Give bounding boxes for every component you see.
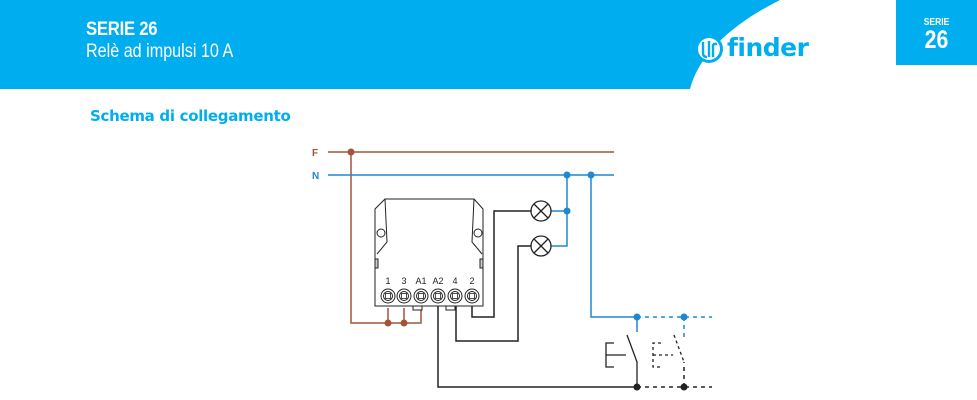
series-title: SERIE 26 — [86, 19, 158, 40]
optional-pushbutton-switch-icon — [652, 334, 685, 368]
section-title: Schema di collegamento — [90, 107, 291, 125]
terminal-label: 4 — [452, 276, 457, 286]
terminal-screw-icon — [380, 288, 396, 304]
series-badge — [896, 0, 977, 65]
terminal-label: 2 — [469, 276, 474, 286]
terminal-screw-icon — [396, 288, 412, 304]
terminal-block: 1 3 A1 A2 4 2 — [380, 276, 480, 304]
lamp-icon — [530, 200, 552, 222]
terminal-label: 1 — [385, 276, 390, 286]
brand-logo-text: finder — [727, 33, 809, 62]
terminal-label: A2 — [432, 276, 443, 286]
terminal-screw-icon — [447, 288, 463, 304]
neutral-line-label: N — [312, 171, 319, 182]
relay-module — [374, 198, 484, 311]
neutral-junctions — [563, 171, 688, 321]
header-banner — [0, 0, 977, 89]
badge-label: SERIE — [923, 17, 950, 28]
terminal-screw-icon — [464, 288, 480, 304]
lamp-icon — [530, 235, 552, 257]
terminal-label: 3 — [401, 276, 406, 286]
pushbutton-switch-icon — [605, 334, 638, 387]
terminal-label: A1 — [415, 276, 426, 286]
phase-line-label: F — [312, 148, 318, 159]
banner-background — [0, 0, 780, 89]
phase-junctions — [347, 148, 408, 327]
badge-number: 26 — [924, 26, 949, 54]
terminal-screw-icon — [430, 288, 446, 304]
terminal-screw-icon — [413, 288, 429, 304]
finder-logo-icon — [695, 35, 723, 63]
load-wiring — [437, 210, 712, 388]
series-subtitle: Relè ad impulsi 10 A — [86, 41, 234, 62]
